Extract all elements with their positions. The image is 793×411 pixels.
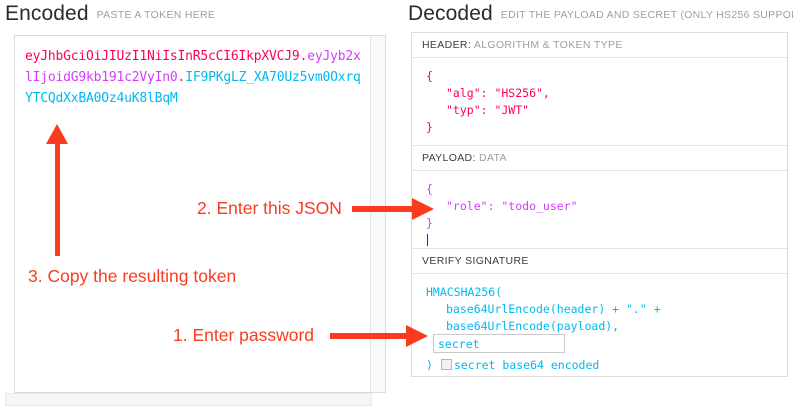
header-json-line-3: "typ": "JWT" — [446, 103, 530, 117]
decoded-panel: HEADER: ALGORITHM & TOKEN TYPE { "alg": … — [411, 32, 788, 377]
payload-json-editor[interactable]: { "role": "todo_user" } — [412, 171, 787, 249]
encoded-title: Encoded — [5, 2, 89, 25]
signature-verify-area: HMACSHA256( base64UrlEncode(header) + ".… — [412, 274, 787, 375]
header-section-label: HEADER: ALGORITHM & TOKEN TYPE — [412, 33, 787, 58]
token-dot-2: . — [177, 70, 186, 85]
header-json-line-2: "alg": "HS256", — [446, 86, 550, 100]
annotation-1-arrow-head-icon — [406, 325, 428, 347]
token-header-segment: eyJhbGciOiJIUzI1NiIsInR5cCI6IkpXVCJ9 — [25, 49, 300, 64]
signature-line-2: base64UrlEncode(header) + "." + — [446, 302, 661, 316]
signature-label-strong: VERIFY SIGNATURE — [422, 255, 529, 267]
decoded-title: Decoded — [408, 2, 493, 25]
annotation-3-arrow-shaft — [55, 140, 60, 256]
annotation-1-enter-password: 1. Enter password — [173, 325, 315, 345]
base64-encoded-row[interactable]: ) secret base64 encoded — [426, 357, 599, 374]
header-json-line-4: } — [426, 120, 433, 134]
payload-section-label: PAYLOAD: DATA — [412, 146, 787, 171]
annotation-2-arrow-head-icon — [412, 198, 434, 220]
encoded-section-heading: Encoded PASTE A TOKEN HERE — [5, 2, 215, 26]
signature-closing-paren: ) — [426, 358, 433, 372]
header-json-editor[interactable]: { "alg": "HS256", "typ": "JWT" } — [412, 58, 787, 146]
encoded-token-panel[interactable]: eyJhbGciOiJIUzI1NiIsInR5cCI6IkpXVCJ9.eyJ… — [14, 35, 386, 393]
payload-json-line-1: { — [426, 182, 433, 196]
annotation-1-arrow-shaft — [330, 333, 408, 339]
encoded-panel-scrollbar[interactable] — [370, 36, 385, 392]
header-json-line-1: { — [426, 69, 433, 83]
token-payload-segment: eyJyb2xlIjoidG9kb191c2VyIn0 — [25, 49, 361, 85]
token-signature-segment: IF9PKgLZ_XA70Uz5vm0OxrqYTCQdXxBA0Oz4uK8l… — [25, 70, 361, 106]
decoded-subtitle: EDIT THE PAYLOAD AND SECRET (ONLY HS256 … — [500, 9, 793, 21]
secret-base64-checkbox[interactable] — [440, 359, 452, 370]
annotation-2-enter-json: 2. Enter this JSON — [197, 198, 342, 218]
payload-json-line-2: "role": "todo_user" — [446, 199, 578, 213]
encoded-subtitle: PASTE A TOKEN HERE — [96, 9, 216, 21]
payload-label-muted: DATA — [479, 152, 507, 164]
payload-json-line-3: } — [426, 216, 433, 230]
signature-section-label: VERIFY SIGNATURE — [412, 249, 787, 274]
annotation-3-arrow-head-icon — [46, 124, 68, 144]
secret-input[interactable] — [433, 334, 565, 353]
payload-label-strong: PAYLOAD: — [422, 152, 476, 164]
encoded-token-text[interactable]: eyJhbGciOiJIUzI1NiIsInR5cCI6IkpXVCJ9.eyJ… — [25, 46, 365, 109]
header-label-strong: HEADER: — [422, 39, 472, 51]
signature-line-3: base64UrlEncode(payload), — [446, 319, 620, 333]
decoded-section-heading: Decoded EDIT THE PAYLOAD AND SECRET (ONLY… — [408, 2, 793, 26]
header-label-muted: ALGORITHM & TOKEN TYPE — [473, 39, 623, 51]
signature-line-1: HMACSHA256( — [426, 285, 503, 299]
secret-base64-label: secret base64 encoded — [453, 358, 600, 372]
text-caret — [427, 234, 428, 246]
token-dot-1: . — [299, 49, 308, 64]
annotation-3-copy-token: 3. Copy the resulting token — [28, 266, 237, 286]
annotation-2-arrow-shaft — [352, 206, 414, 212]
encoded-panel-footer-bar — [5, 393, 372, 406]
